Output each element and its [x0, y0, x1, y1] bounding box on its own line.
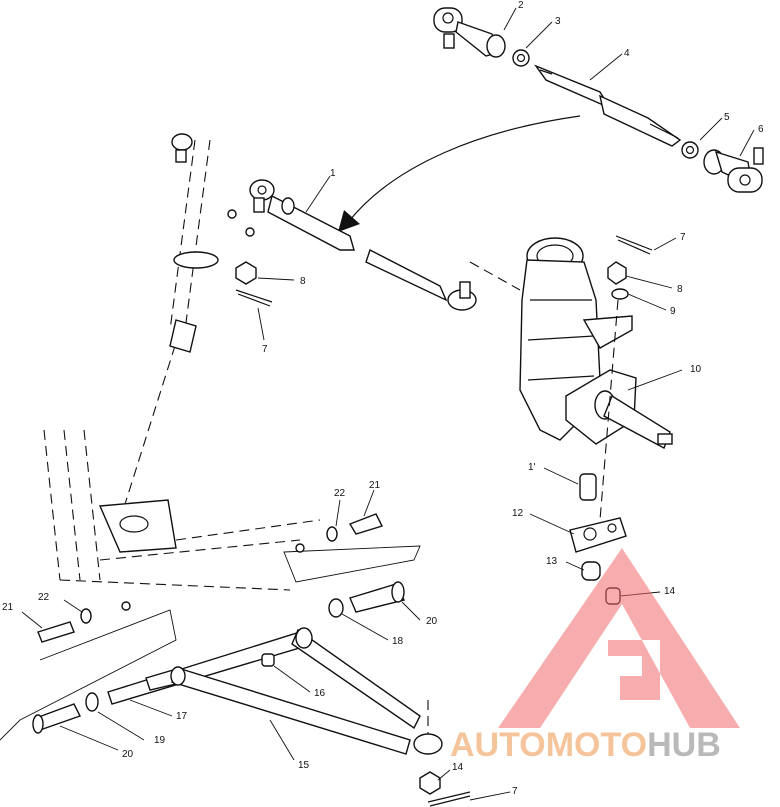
- leader-lines: [21, 7, 755, 801]
- a-arm: [107, 627, 443, 755]
- tie-rod-installed: [249, 179, 521, 311]
- callout-5: 5: [724, 112, 730, 123]
- callout-20-left: 20: [122, 749, 134, 760]
- callout-18: 17: [176, 711, 188, 722]
- callout-11: 1': [528, 462, 536, 473]
- frame-section: [0, 429, 421, 741]
- washer-22-left: [80, 608, 92, 624]
- cotter-pin-bottom: [427, 791, 471, 807]
- steering-spindle: [519, 237, 673, 449]
- callout-4: 4: [624, 48, 630, 59]
- washer-19-lower: [85, 692, 99, 712]
- callout-2: 2: [518, 0, 524, 11]
- bolt-21-left: [37, 621, 75, 643]
- cotter-pin-left: [235, 289, 273, 307]
- callout-22-left: 22: [38, 592, 50, 603]
- callout-12: 12: [512, 508, 524, 519]
- automotohub-watermark: AUTOMOTOHUB: [450, 548, 740, 764]
- watermark-auto: AUTO: [450, 726, 546, 764]
- callout-14: 14: [664, 586, 676, 597]
- callout-19-right: 18: [392, 636, 404, 647]
- callout-8-right: 8: [677, 284, 683, 295]
- bolt-21-right: [348, 513, 383, 535]
- callout-7-right: 7: [680, 232, 686, 243]
- bushing-13: [581, 561, 601, 581]
- bolt-20-upper: [349, 583, 406, 613]
- callout-labels: 2 3 4 5 6 1 8 7 7 8 9 10 1' 12 13 14 22 …: [2, 0, 764, 797]
- callout-16: 15: [298, 760, 310, 771]
- castle-nut-left: [235, 261, 257, 285]
- washer-22-right: [326, 526, 338, 542]
- castle-nut-right: [607, 261, 627, 285]
- callout-13: 13: [546, 556, 558, 567]
- callout-21-left: 21: [2, 602, 14, 613]
- callout-21-right: 21: [369, 480, 381, 491]
- callout-1: 1: [330, 168, 336, 179]
- callout-17: 16: [314, 688, 326, 699]
- curved-arrow: [349, 115, 581, 221]
- watermark-hub: HUB: [647, 726, 721, 764]
- watermark-text: AUTOMOTOHUB: [450, 726, 721, 764]
- plate-12: [569, 517, 627, 553]
- washer-19-upper: [328, 598, 344, 618]
- callout-22-right: 22: [334, 488, 346, 499]
- callout-7-bottom: 7: [512, 786, 518, 797]
- washer-right: [611, 288, 629, 300]
- callout-7-left: 7: [262, 344, 268, 355]
- watermark-moto: MOTO: [546, 726, 647, 764]
- bolt-11: [579, 473, 597, 501]
- callout-19-left: 19: [154, 735, 166, 746]
- callout-9: 9: [670, 306, 676, 317]
- callout-10: 10: [690, 364, 702, 375]
- callout-6: 6: [758, 124, 764, 135]
- callout-3: 3: [555, 16, 561, 27]
- arrowhead: [338, 210, 360, 232]
- cotter-pin-right: [615, 235, 653, 255]
- watermark-triangle-logo: [498, 548, 740, 728]
- tie-rod-assembly-exploded: [433, 7, 764, 193]
- callout-8-left: 8: [300, 276, 306, 287]
- steering-column: [119, 133, 255, 521]
- castle-nut-15: [419, 771, 441, 795]
- callout-20-right: 20: [426, 616, 438, 627]
- callout-15-visible: 14: [452, 762, 464, 773]
